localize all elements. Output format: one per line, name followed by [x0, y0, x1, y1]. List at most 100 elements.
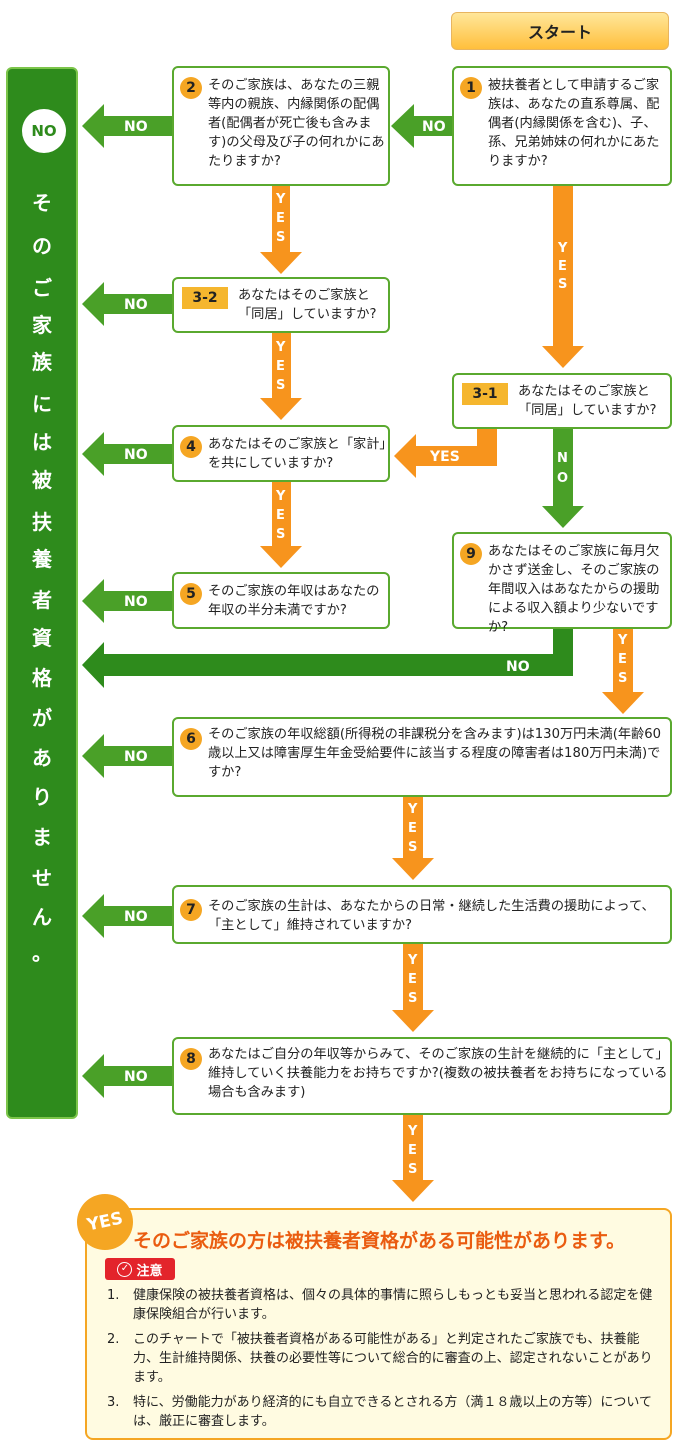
start-label: スタート [451, 12, 669, 50]
arrow-q3-1-no: N O [542, 427, 584, 528]
arrow-label-no: NO [124, 749, 148, 765]
question-5: 5 そのご家族の年収はあなたの年収の半分未満ですか? [172, 572, 390, 629]
question-text: あなたはそのご家族に毎月欠かさず送金し、そのご家族の年間収入はあなたからの援助に… [488, 544, 660, 635]
arrow-label-y: Y [275, 192, 286, 207]
question-text: そのご家族の生計は、あなたからの日常・継続した生活費の援助によって、「主として」… [208, 899, 655, 933]
arrow-label-y: Y [275, 489, 286, 504]
note-text: このチャートで「被扶養者資格がある可能性がある」と判定されたご家族でも、扶養能力… [133, 1332, 653, 1385]
question-number: 7 [180, 899, 202, 921]
arrow-label-no: NO [506, 659, 530, 675]
note-text: 健康保険の被扶養者資格は、個々の具体的事情に照らしもっとも妥当と思われる認定を健… [133, 1288, 653, 1322]
arrow-label-no: NO [124, 297, 148, 313]
question-4: 4 あなたはそのご家族と「家計」を共にしていますか? [172, 425, 390, 482]
not-eligible-column: NO そ の ご 家 族 に は 被 扶 養 者 資 格 が あ り ま せ ん… [6, 67, 78, 1119]
column-char: が [32, 706, 52, 730]
column-char: 族 [32, 350, 52, 374]
note-number: 3. [107, 1395, 120, 1410]
arrow-q9-yes: Y E S [602, 628, 644, 714]
arrow-label-e: E [276, 508, 285, 523]
question-text: あなたはそのご家族と「同居」していますか? [238, 288, 377, 322]
arrow-label-e: E [408, 1143, 417, 1158]
arrow-q8-yes: Y E S [392, 1114, 434, 1202]
column-char: 資 [32, 626, 52, 650]
column-char: 者 [32, 588, 52, 612]
arrow-label-y: Y [557, 241, 568, 256]
question-6: 6 そのご家族の年収総額(所得税の非課税分を含みます)は130万円未満(年齢60… [172, 717, 672, 797]
arrow-label-yes: YES [429, 449, 460, 465]
question-1: 1 被扶養者として申請するご家族は、あなたの直系尊属、配偶者(内縁関係を含む)、… [452, 66, 672, 186]
check-icon: ✓ [117, 1261, 133, 1277]
arrow-q1-yes: Y E S [542, 185, 584, 368]
question-number: 6 [180, 728, 202, 750]
question-text: そのご家族の年収はあなたの年収の半分未満ですか? [208, 584, 380, 618]
question-number: 1 [460, 77, 482, 99]
arrow-label-y: Y [407, 1124, 418, 1139]
column-char: 。 [32, 941, 52, 965]
arrow-label-s: S [276, 378, 285, 393]
question-2: 2 そのご家族は、あなたの三親等内の親族、内縁関係の配偶者(配偶者が死亡後も含み… [172, 66, 390, 186]
column-char: 格 [32, 666, 52, 690]
arrow-q2-yes: Y E S [260, 184, 302, 274]
column-char: 養 [32, 547, 52, 571]
arrow-label-no: NO [124, 119, 148, 135]
question-number: 4 [180, 436, 202, 458]
caution-badge: ✓ 注意 [105, 1258, 175, 1280]
column-char: 被 [32, 468, 52, 492]
question-3-1: 3-1 あなたはそのご家族と「同居」していますか? [452, 373, 672, 429]
question-8: 8 あなたはご自分の年収等からみて、そのご家族の生計を継続的に「主として」維持し… [172, 1037, 672, 1115]
arrow-label-y: Y [407, 953, 418, 968]
question-number: 3-2 [182, 287, 228, 309]
question-text: あなたはそのご家族と「家計」を共にしていますか? [208, 437, 387, 471]
column-char: の [32, 234, 52, 258]
arrow-q5-no: NO [82, 579, 172, 623]
arrow-label-y: Y [617, 633, 628, 648]
arrow-label-no: NO [124, 909, 148, 925]
question-text: あなたはご自分の年収等からみて、そのご家族の生計を継続的に「主として」維持してい… [208, 1047, 668, 1100]
column-char: せ [32, 866, 52, 890]
result-title: そのご家族の方は被扶養者資格がある可能性があります。 [133, 1230, 626, 1252]
note-number: 2. [107, 1332, 120, 1347]
arrow-q4-no: NO [82, 432, 172, 476]
arrow-label-no: NO [422, 119, 446, 135]
no-circle: NO [22, 109, 66, 153]
arrow-label-s: S [618, 671, 627, 686]
arrow-q1-no: NO [391, 104, 452, 148]
question-number: 2 [180, 77, 202, 99]
arrow-label-no: NO [124, 1069, 148, 1085]
arrow-label-s: S [276, 230, 285, 245]
arrow-label-n: N [557, 451, 568, 466]
arrow-q3-2-no: NO [82, 282, 172, 326]
note-text: 特に、労働能力があり経済的にも自立できるとされる方（満１８歳以上の方等）について… [133, 1395, 652, 1429]
note-item: 1. 健康保険の被扶養者資格は、個々の具体的事情に照らしもっとも妥当と思われる認… [107, 1286, 659, 1326]
arrow-label-e: E [408, 821, 417, 836]
note-number: 1. [107, 1288, 120, 1303]
arrow-label-e: E [276, 211, 285, 226]
column-char: ご [32, 276, 52, 300]
arrow-label-no: NO [124, 594, 148, 610]
arrow-q6-no: NO [82, 734, 172, 778]
column-char: は [32, 430, 52, 454]
question-number: 3-1 [462, 383, 508, 405]
question-text: そのご家族は、あなたの三親等内の親族、内縁関係の配偶者(配偶者が死亡後も含みます… [208, 78, 385, 169]
result-box: そのご家族の方は被扶養者資格がある可能性があります。 ✓ 注意 1. 健康保険の… [85, 1208, 672, 1440]
question-9: 9 あなたはそのご家族に毎月欠かさず送金し、そのご家族の年間収入はあなたからの援… [452, 532, 672, 635]
column-char: そ [32, 191, 52, 215]
question-3-2: 3-2 あなたはそのご家族と「同居」していますか? [172, 277, 390, 333]
arrow-q7-yes: Y E S [392, 944, 434, 1032]
column-char: ま [32, 825, 52, 849]
question-number: 9 [460, 543, 482, 565]
note-item: 2. このチャートで「被扶養者資格がある可能性がある」と判定されたご家族でも、扶… [107, 1330, 659, 1390]
arrow-label-no: NO [124, 447, 148, 463]
arrow-q4-yes: Y E S [260, 482, 302, 568]
arrow-label-s: S [558, 277, 567, 292]
arrow-label-e: E [276, 359, 285, 374]
column-char: あ [32, 746, 52, 770]
arrow-label-s: S [276, 527, 285, 542]
arrow-q3-1-yes: YES [394, 427, 497, 478]
column-char: 扶 [32, 510, 52, 534]
question-text: 被扶養者として申請するご家族は、あなたの直系尊属、配偶者(内縁関係を含む)、子、… [488, 78, 660, 169]
column-char: に [32, 392, 52, 416]
arrow-label-e: E [558, 259, 567, 274]
arrow-label-e: E [408, 972, 417, 987]
